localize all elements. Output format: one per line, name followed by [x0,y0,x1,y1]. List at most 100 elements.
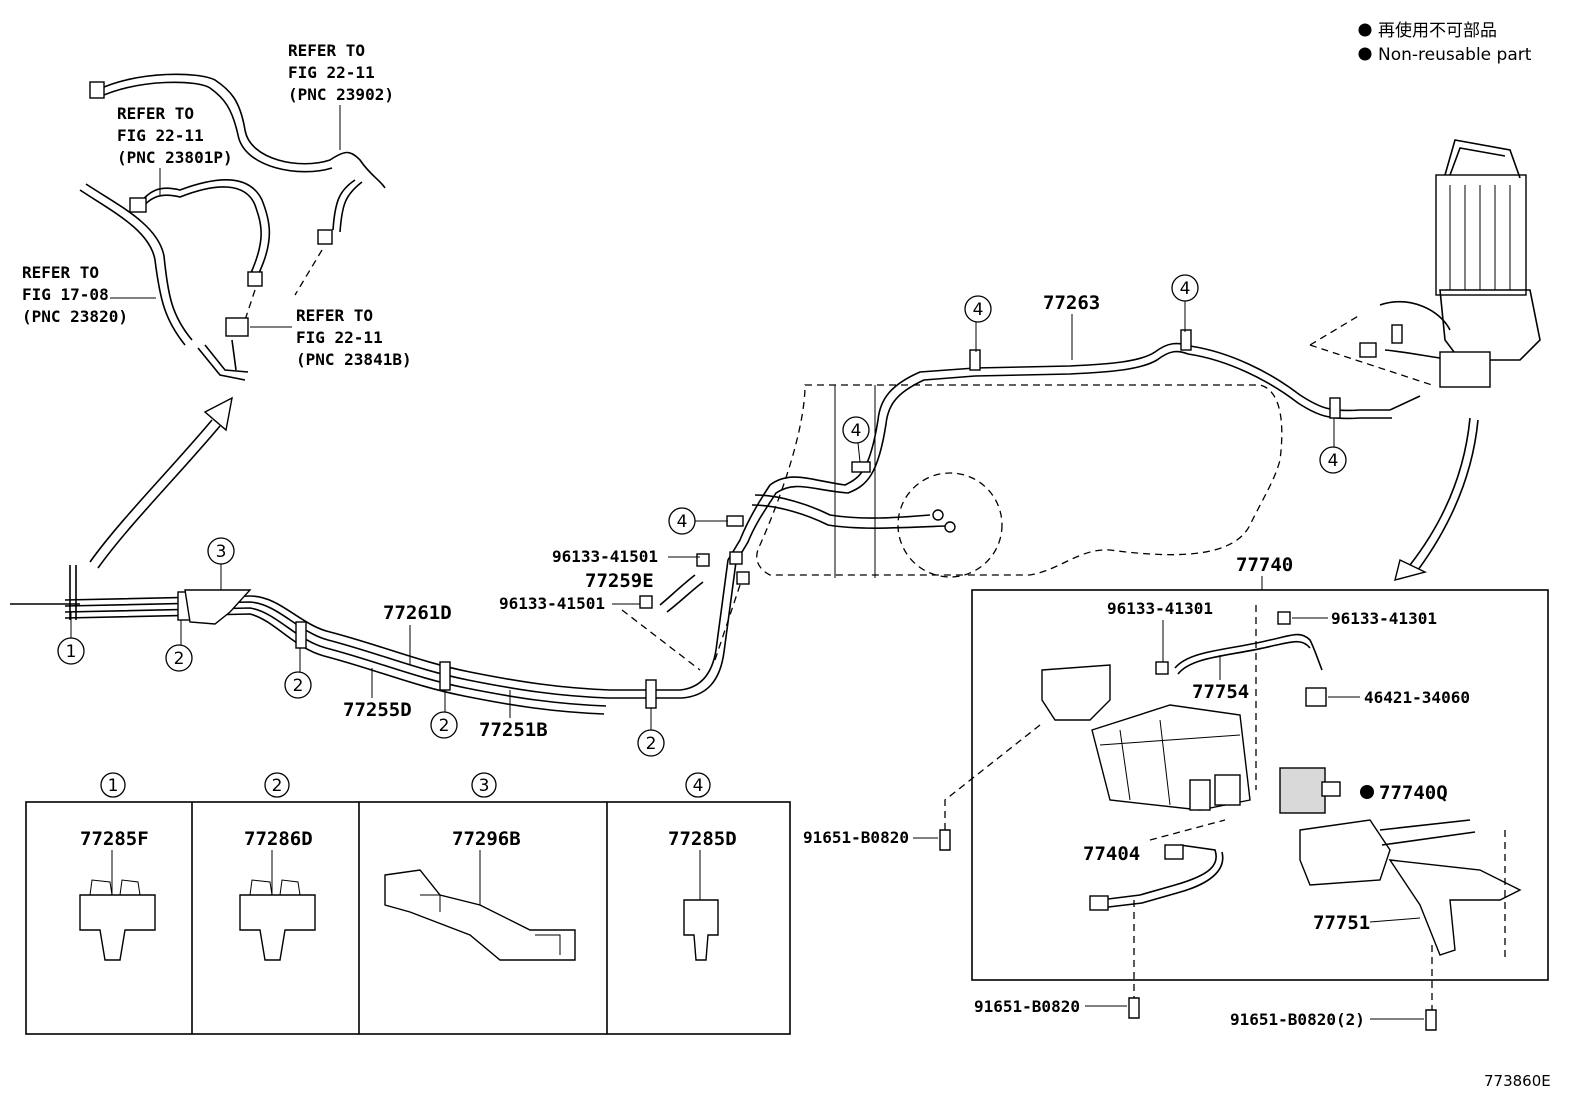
connector-icon [1214,774,1241,806]
callout-2: 2 [637,708,665,757]
part-96133-41501: 96133-41501 [499,594,605,613]
svg-text:4: 4 [973,300,984,320]
clip-4-icon [726,515,744,527]
part-77404: 77404 [1083,843,1140,865]
clip-icon [384,869,576,961]
connector-icon [1089,895,1109,911]
connector-icon [1391,324,1403,344]
connector-icon [89,81,105,99]
fuel-line-bundle [10,329,1421,715]
svg-text:4: 4 [1180,279,1191,299]
svg-text:1: 1 [66,642,77,662]
ref-line: FIG 22-11 [296,328,383,347]
callout-2: 2 [430,690,458,739]
canister-detail-box: 96133-41301 96133-41301 77754 46421-3406… [944,589,1549,1010]
hose-clamp-icon [696,553,710,567]
clip-2-icon [645,679,657,709]
clip-4-icon [1180,329,1192,351]
connector-icon [1189,779,1211,811]
svg-text:3: 3 [216,542,227,562]
valve-icon [225,317,249,337]
part-91651-b0820: 91651-B0820 [803,828,909,847]
clip-cell-1: 1 77285F [79,772,156,961]
valve-icon [1439,351,1491,388]
clip-table: 1 77285F 2 77286D 3 77296B 4 77285D [25,772,791,1035]
callout-1: 1 [57,612,85,665]
svg-text:2: 2 [293,676,304,696]
callout-2: 2 [284,648,312,699]
ref-line: (PNC 23801P) [117,148,233,167]
connector-icon [129,197,147,213]
clip-part-number: 77296B [452,828,521,850]
fuel-tank-outline [756,384,1283,578]
connector-icon [1321,781,1341,797]
svg-text:1: 1 [108,776,119,796]
svg-text:2: 2 [174,649,185,669]
part-96133-41501: 96133-41501 [552,547,658,566]
connector-icon [247,271,263,287]
ref-line: FIG 17-08 [22,285,109,304]
callout-3: 3 [207,537,235,590]
ref-line: REFER TO [22,263,99,282]
ref-23902: REFER TO FIG 22-11 (PNC 23902) [288,41,394,150]
clip-part-number: 77285D [668,828,737,850]
legend: 再使用不可部品 Non-reusable part [1358,20,1532,65]
bracket-icon [1041,664,1111,721]
canister-top [1309,139,1541,388]
hose-clamp-icon [1155,661,1169,675]
clip-part-number: 77285F [80,828,149,850]
part-77263: 77263 [1043,292,1100,314]
main-part-labels: 77263 77261D 77255D 77251B 77259E 96133-… [343,292,1293,741]
hose-clamp-icon [1277,611,1291,625]
connector-icon [1164,844,1184,860]
clip-2-icon [295,621,307,649]
part-91651-b0820: 91651-B0820 [974,997,1080,1016]
connector-icon [729,551,743,565]
callout-4: 4 [1171,274,1199,332]
connector-icon [1359,342,1377,358]
clip-4-icon [969,349,981,371]
svg-text:4: 4 [693,776,704,796]
clip-cell-4: 4 77285D [668,772,737,961]
part-77261d: 77261D [383,602,452,624]
part-77255d: 77255D [343,699,412,721]
part-77259e: 77259E [585,570,654,592]
clip-cell-2: 2 77286D [239,772,316,961]
clip-icon [79,894,156,961]
legend-line-1: 再使用不可部品 [1378,20,1497,41]
bolt-icon [1128,997,1140,1019]
svg-text:2: 2 [439,716,450,736]
clip-cell-3: 3 77296B [384,772,576,961]
connector-icon [736,571,750,585]
svg-text:4: 4 [677,512,688,532]
svg-text:2: 2 [646,734,657,754]
part-77740q: 77740Q [1379,782,1448,804]
canister-icon [1435,174,1527,296]
clip-4-icon [851,461,871,473]
ref-23801p: REFER TO FIG 22-11 (PNC 23801P) [117,104,233,195]
legend-line-2: Non-reusable part [1378,45,1532,65]
ref-23820: REFER TO FIG 17-08 (PNC 23820) [22,263,156,326]
svg-text:4: 4 [851,421,862,441]
clip-table-frame [25,801,791,1035]
callout-2: 2 [165,620,193,672]
filter-icon [1299,819,1391,886]
clip-icon [683,899,719,961]
non-reusable-dot-icon [1358,47,1372,61]
svg-text:3: 3 [479,776,490,796]
callout-4: 4 [1319,418,1347,474]
ref-line: REFER TO [288,41,365,60]
part-96133-41301: 96133-41301 [1331,609,1437,628]
part-77740: 77740 [1236,554,1293,576]
clip-part-number: 77286D [244,828,313,850]
bolt-icon [1425,1009,1437,1031]
ref-line: REFER TO [117,104,194,123]
pump-module-icon [1279,767,1326,814]
callout-4: 4 [964,295,992,352]
non-reusable-dot-icon [1358,23,1372,37]
valve-icon [1305,687,1327,707]
bolt-icon [939,829,951,851]
clip-icon [239,894,316,961]
part-77251b: 77251B [479,719,548,741]
